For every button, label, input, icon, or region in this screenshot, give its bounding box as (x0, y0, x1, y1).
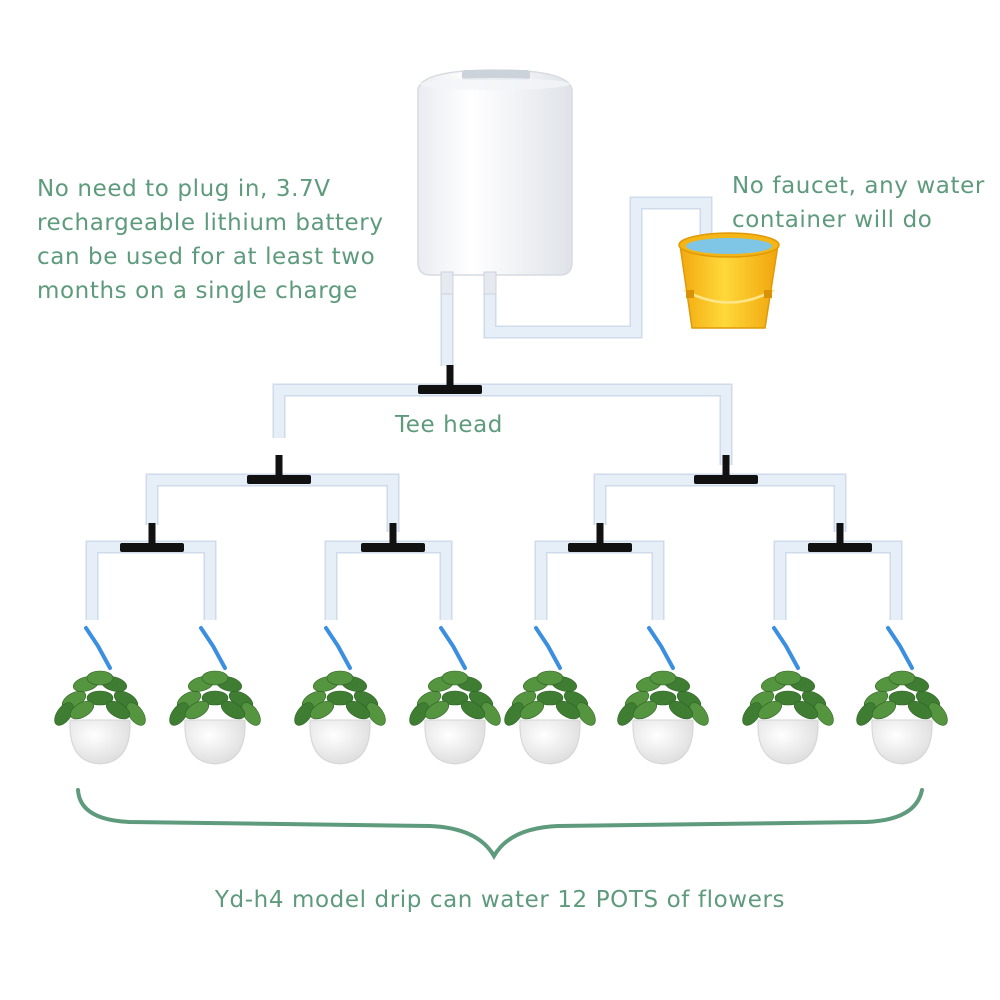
tube-edge (85, 540, 217, 620)
plant-pot-icon (169, 670, 261, 765)
tube (326, 542, 451, 620)
tee-connector-icon (247, 455, 311, 484)
plant-pot-icon (504, 670, 596, 765)
dripper-icon (324, 626, 352, 670)
plant-pot-icon (742, 670, 834, 765)
dripper-icon (534, 626, 562, 670)
brace-icon (76, 788, 924, 861)
drippers (84, 626, 914, 670)
tee-connectors (120, 365, 872, 552)
tee-connector-icon (694, 455, 758, 484)
tee-connector-icon (418, 365, 482, 394)
tube (147, 475, 398, 532)
plant-pot-icon (409, 670, 501, 765)
dripper-icon (886, 626, 914, 670)
battery-note: No need to plug in, 3.7V rechargeable li… (37, 176, 384, 304)
tube-edge (534, 540, 665, 620)
summary-caption: Yd-h4 model drip can water 12 POTS of fl… (214, 887, 786, 913)
dripper-icon (439, 626, 467, 670)
plant-pot-icon (294, 670, 386, 765)
tube (485, 198, 711, 337)
dripper-icon (84, 626, 112, 670)
tee-connector-icon (568, 523, 632, 552)
tube-edge (773, 540, 903, 620)
tee-head-label: Tee head (395, 412, 503, 438)
dripper-icon (772, 626, 800, 670)
tube (274, 385, 731, 465)
bucket-icon (678, 232, 780, 329)
plant-pot-icon (54, 670, 146, 765)
tube (595, 475, 845, 532)
plant-pots (54, 670, 948, 765)
dripper-icon (199, 626, 227, 670)
tube (775, 542, 901, 620)
pump-icon (417, 69, 573, 295)
dripper-icon (647, 626, 675, 670)
plant-pot-icon (617, 670, 709, 765)
tee-connector-icon (120, 523, 184, 552)
tube-edge (593, 473, 847, 532)
tube (536, 542, 663, 620)
tee-connector-icon (361, 523, 425, 552)
tube (87, 542, 215, 620)
plant-pot-icon (856, 670, 948, 765)
water-source-note: No faucet, any water container will do (732, 173, 985, 233)
tube-edge (324, 540, 453, 620)
tee-connector-icon (808, 523, 872, 552)
tube-edge (145, 473, 400, 532)
